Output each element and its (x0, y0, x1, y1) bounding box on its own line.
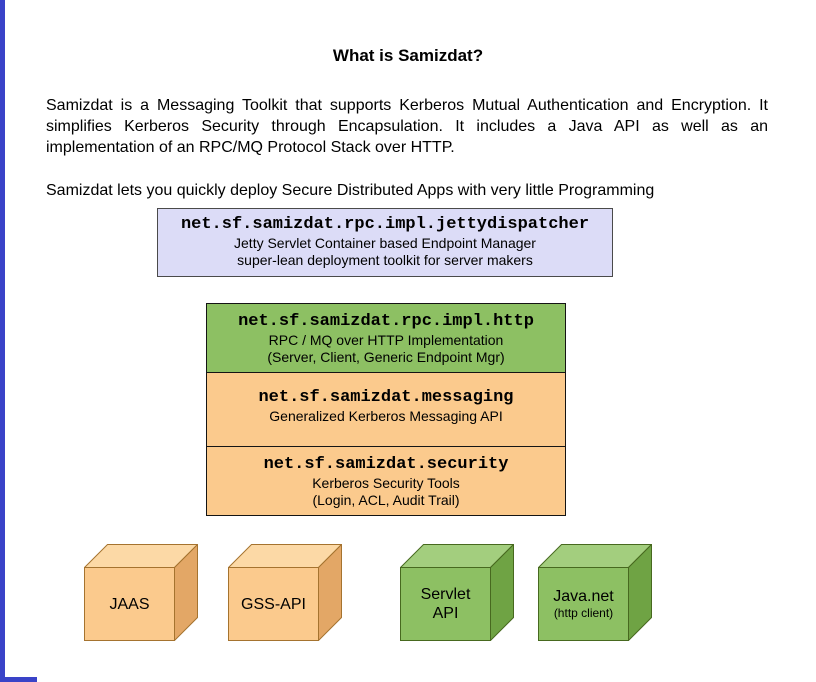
intro-paragraph: Samizdat is a Messaging Toolkit that sup… (46, 97, 768, 156)
page-title: What is Samizdat? (332, 46, 484, 65)
cube-3d-shape (228, 544, 342, 641)
cube-jaas: JAAS (84, 544, 198, 641)
cube-gss-api: GSS-API (228, 544, 342, 641)
cube-label: Java.net (http client) (538, 567, 629, 641)
cube-label-line: Java.net (553, 588, 614, 605)
cube-label: GSS-API (228, 567, 319, 641)
cube-3d-shape (538, 544, 652, 641)
layer-messaging: net.sf.samizdat.messaging Generalized Ke… (206, 372, 566, 447)
cube-3d-shape (84, 544, 198, 641)
cube-label: JAAS (84, 567, 175, 641)
cube-front-face (228, 567, 319, 641)
bottom-frame-border (0, 677, 37, 682)
cube-label: Servlet API (400, 567, 491, 641)
cube-3d-shape (400, 544, 514, 641)
layer-desc-line: Generalized Kerberos Messaging API (269, 408, 503, 424)
layer-package-name: net.sf.samizdat.rpc.impl.http (238, 312, 534, 331)
layer-rpc-impl-http: net.sf.samizdat.rpc.impl.http RPC / MQ o… (206, 303, 566, 373)
cube-java-net: Java.net (http client) (538, 544, 652, 641)
cube-servlet-api: Servlet API (400, 544, 514, 641)
layer-stack: net.sf.samizdat.rpc.impl.http RPC / MQ o… (206, 303, 566, 516)
cube-label-line: GSS-API (241, 595, 306, 613)
layer-package-name: net.sf.samizdat.messaging (258, 388, 514, 407)
layer-desc-line: (Login, ACL, Audit Trail) (312, 491, 460, 508)
cube-front-face (400, 567, 491, 641)
jettydispatcher-package-name: net.sf.samizdat.rpc.impl.jettydispatcher (180, 215, 590, 234)
cube-label-line: Servlet (420, 586, 471, 603)
cube-label-line: JAAS (109, 595, 150, 613)
cube-label-line: API (432, 605, 459, 622)
layer-desc-line: (Server, Client, Generic Endpoint Mgr) (267, 348, 505, 365)
cube-label-line: (http client) (553, 606, 614, 620)
left-frame-border (0, 0, 5, 682)
layer-desc-line: Kerberos Security Tools (312, 475, 460, 491)
layer-package-name: net.sf.samizdat.security (263, 455, 509, 474)
deploy-paragraph: Samizdat lets you quickly deploy Secure … (46, 182, 655, 199)
cube-front-face (84, 567, 175, 641)
layer-desc-line: RPC / MQ over HTTP Implementation (268, 332, 504, 348)
jettydispatcher-box: net.sf.samizdat.rpc.impl.jettydispatcher… (157, 208, 613, 277)
jettydispatcher-desc-line2: super-lean deployment toolkit for server… (237, 252, 533, 268)
layer-security: net.sf.samizdat.security Kerberos Securi… (206, 446, 566, 516)
jettydispatcher-desc-line1: Jetty Servlet Container based Endpoint M… (234, 235, 536, 251)
cube-front-face (538, 567, 629, 641)
